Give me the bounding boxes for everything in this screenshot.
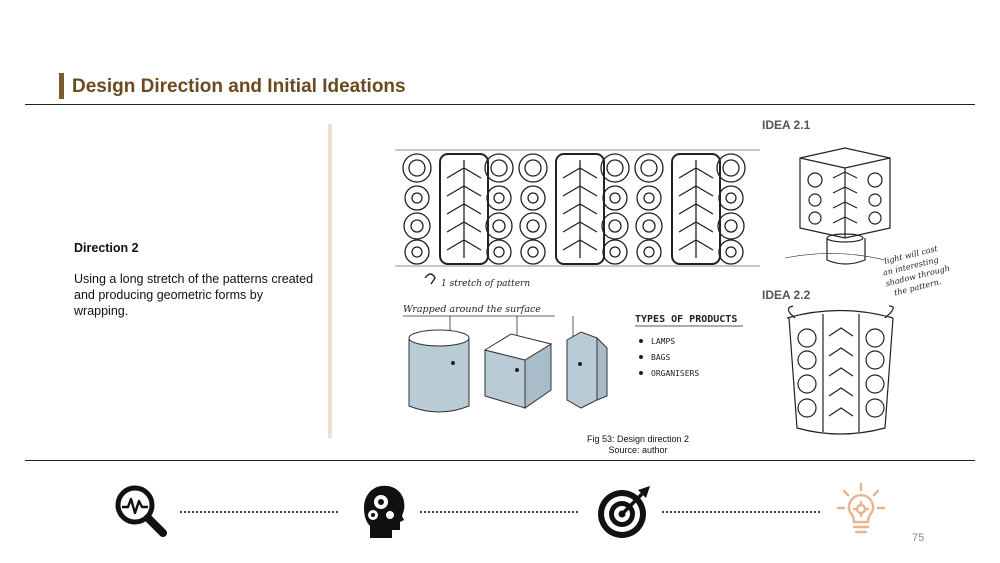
type-item: LAMPS bbox=[651, 337, 675, 346]
nav-connector bbox=[180, 511, 338, 513]
lamp-sketch bbox=[784, 147, 891, 265]
idea-2-2-label: IDEA 2.2 bbox=[762, 288, 811, 302]
types-title: TYPES OF PRODUCTS bbox=[635, 314, 737, 325]
idea-bulb-icon bbox=[836, 482, 886, 534]
direction-body: Using a long stretch of the patterns cre… bbox=[74, 272, 314, 318]
cylinder-form bbox=[408, 329, 470, 413]
type-item: BAGS bbox=[651, 353, 670, 362]
page-number: 75 bbox=[912, 532, 925, 544]
caption-source: Source: author bbox=[608, 445, 668, 455]
page-title: Design Direction and Initial Ideations bbox=[72, 76, 406, 97]
caption-title: Fig 53: Design direction 2 bbox=[586, 434, 690, 444]
hexagon-form bbox=[566, 331, 608, 409]
analysis-magnifier-icon bbox=[115, 485, 167, 537]
type-item: ORGANISERS bbox=[651, 369, 699, 378]
circle-column bbox=[402, 153, 432, 265]
figure-caption: Fig 53: Design direction 2 Source: autho… bbox=[520, 434, 756, 456]
direction-heading: Direction 2 bbox=[74, 241, 139, 255]
sketch-pattern-stretch: 1 stretch of pattern Wrapped around the … bbox=[395, 149, 760, 413]
sketch-lamp-and-basket: light will cast an interesting shadow th… bbox=[784, 147, 955, 435]
nav-connector bbox=[420, 511, 578, 513]
wrapped-note: Wrapped around the surface bbox=[403, 304, 541, 315]
title-accent-bar bbox=[59, 73, 64, 99]
nav-connector bbox=[662, 511, 820, 513]
leaf-panel bbox=[439, 153, 489, 265]
idea-2-1-label: IDEA 2.1 bbox=[762, 118, 811, 132]
target-arrow-icon bbox=[598, 486, 650, 538]
cube-form bbox=[483, 333, 553, 409]
basket-sketch bbox=[786, 305, 894, 435]
stretch-note: 1 stretch of pattern bbox=[441, 279, 530, 289]
light-note: light will cast an interesting shadow th… bbox=[879, 242, 955, 299]
thinking-head-gears-icon bbox=[364, 485, 405, 538]
vertical-divider bbox=[328, 124, 332, 438]
top-rule bbox=[25, 104, 975, 105]
bottom-rule bbox=[25, 460, 975, 461]
